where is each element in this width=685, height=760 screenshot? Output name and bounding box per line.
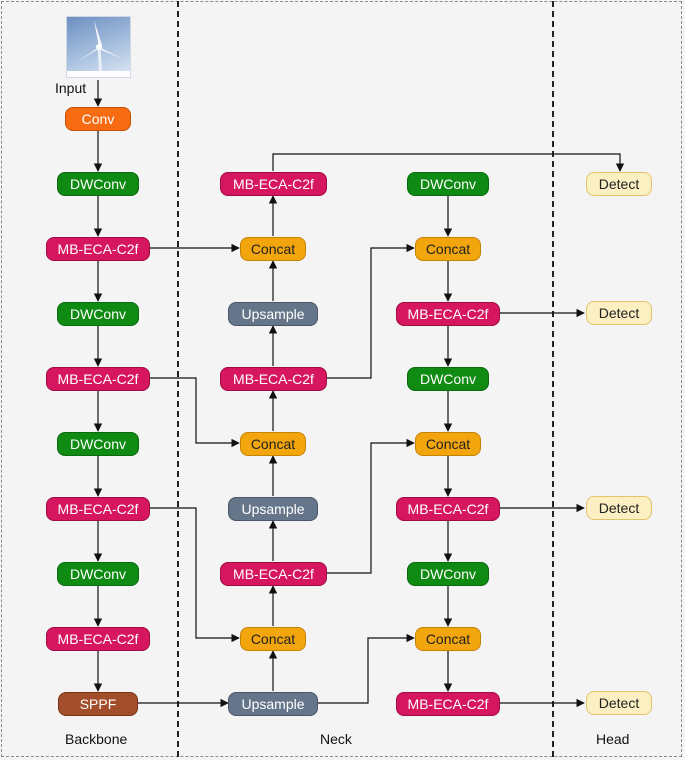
dwconv-node: DWConv — [57, 302, 139, 326]
conv-node: Conv — [65, 107, 131, 131]
mb-eca-c2f-node: MB-ECA-C2f — [46, 237, 150, 261]
dwconv-node: DWConv — [407, 562, 489, 586]
dwconv-node: DWConv — [57, 432, 139, 456]
mb-eca-c2f-node: MB-ECA-C2f — [220, 367, 327, 391]
sppf-node: SPPF — [58, 692, 138, 716]
section-label-head: Head — [596, 731, 630, 747]
mb-eca-c2f-node: MB-ECA-C2f — [220, 562, 327, 586]
concat-node: Concat — [415, 237, 481, 261]
dwconv-node: DWConv — [57, 562, 139, 586]
concat-node: Concat — [415, 627, 481, 651]
detect-node: Detect — [586, 691, 652, 715]
detect-node: Detect — [586, 172, 652, 196]
section-label-backbone: Backbone — [65, 731, 128, 747]
upsample-node: Upsample — [228, 497, 318, 521]
dwconv-node: DWConv — [407, 172, 489, 196]
concat-node: Concat — [415, 432, 481, 456]
concat-node: Concat — [240, 627, 306, 651]
detect-node: Detect — [586, 301, 652, 325]
mb-eca-c2f-node: MB-ECA-C2f — [396, 302, 500, 326]
dwconv-node: DWConv — [407, 367, 489, 391]
mb-eca-c2f-node: MB-ECA-C2f — [396, 692, 500, 716]
detect-node: Detect — [586, 496, 652, 520]
upsample-node: Upsample — [228, 692, 318, 716]
wind-turbine-icon — [67, 20, 130, 77]
divider-backbone-neck — [177, 1, 179, 757]
upsample-node: Upsample — [228, 302, 318, 326]
mb-eca-c2f-node: MB-ECA-C2f — [396, 497, 500, 521]
dwconv-node: DWConv — [57, 172, 139, 196]
divider-neck-head — [552, 1, 554, 757]
mb-eca-c2f-node: MB-ECA-C2f — [220, 172, 327, 196]
concat-node: Concat — [240, 237, 306, 261]
mb-eca-c2f-node: MB-ECA-C2f — [46, 497, 150, 521]
section-label-neck: Neck — [320, 731, 352, 747]
mb-eca-c2f-node: MB-ECA-C2f — [46, 367, 150, 391]
concat-node: Concat — [240, 432, 306, 456]
input-label: Input — [55, 80, 87, 96]
mb-eca-c2f-node: MB-ECA-C2f — [46, 627, 150, 651]
input-image — [66, 16, 131, 78]
